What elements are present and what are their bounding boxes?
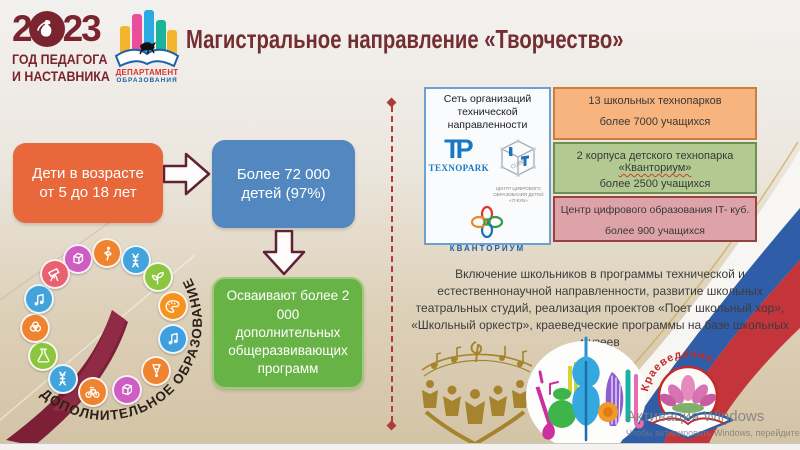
dept-logo-line2: ОБРАЗОВАНИЯ (116, 77, 178, 84)
year-2023-text: 2 23 (12, 6, 116, 52)
year-digits: 23 (62, 8, 102, 49)
open-book-horse-icon (114, 42, 180, 68)
children-count-box: Более 72 000 детей (97%) (212, 140, 355, 228)
dashed-divider (391, 106, 393, 422)
telescope-icon (39, 259, 70, 290)
school-choir-logo (421, 341, 533, 447)
lotus-flower-icon (659, 375, 717, 413)
arrow-right-icon (163, 152, 211, 196)
it-cube-icon: CUBE (500, 139, 536, 177)
programs-box: Осваивают более 2 000 дополнительных общ… (212, 277, 364, 389)
spellcheck-word: «Кванториум» (618, 162, 692, 174)
additional-education-ring: ДОПОЛНИТЕЛЬНОЕ ОБРАЗОВАНИЕ (10, 228, 204, 423)
pelican-icon (28, 11, 65, 47)
arrow-down-icon (262, 230, 306, 276)
stat-box-technoparks: 13 школьных технопарков более 7000 учащи… (553, 87, 757, 140)
year-digit: 2 (12, 8, 33, 49)
year-logo-caption: ГОД ПЕДАГОГА И НАСТАВНИКА (12, 52, 110, 84)
cube-icon (111, 374, 142, 405)
runner-icon (92, 238, 123, 269)
note-icon (24, 284, 55, 315)
knot-icon (20, 312, 51, 343)
panel-title: Сеть организаций технической направленно… (443, 93, 532, 132)
stat-box-kvantorium: 2 корпуса детского технопарка «Кванториу… (553, 142, 757, 194)
kvantorium-logo: КВАНТОРИУМ (450, 205, 525, 253)
flask-icon (28, 340, 59, 371)
note-icon (158, 323, 189, 354)
kraevedenie-logo: Краеведение (639, 348, 734, 440)
department-education-logo: ДЕПАРТАМЕНТ ОБРАЗОВАНИЯ (106, 10, 188, 84)
buildings-icon (106, 10, 188, 68)
age-range-box: Дети в возрасте от 5 до 18 лет (13, 143, 163, 223)
kvantorium-icon (471, 205, 504, 239)
windows-activation-watermark: Активация Windows Чтобы активировать Win… (626, 408, 800, 438)
shuttle-icon (141, 355, 172, 386)
dept-logo-line1: ДЕПАРТАМЕНТ (115, 68, 179, 77)
slide-title: Магистральное направление «Творчество» (186, 24, 624, 54)
sprout-icon (142, 262, 173, 293)
maroon-ribbon (6, 310, 128, 446)
bike-icon (77, 376, 108, 407)
dna-icon (47, 363, 78, 394)
texnopark-logo: TP TEXNOPARK (428, 134, 490, 174)
it-cube-logo: CUBE ЦЕНТР ЦИФРОВОГО ОБРАЗОВАНИЯ ДЕТЕЙ «… (490, 136, 546, 204)
stat-box-it-cube: Центр цифрового образования IT- куб. бол… (553, 196, 757, 242)
bottom-edge-strip (0, 443, 800, 450)
palette-icon (157, 291, 188, 322)
orchestra-instruments-image (526, 336, 646, 450)
year-2023-logo: 2 23 ГОД ПЕДАГОГА И НАСТАВНИКА (12, 6, 116, 86)
technical-network-panel: Сеть организаций технической направленно… (424, 87, 551, 253)
